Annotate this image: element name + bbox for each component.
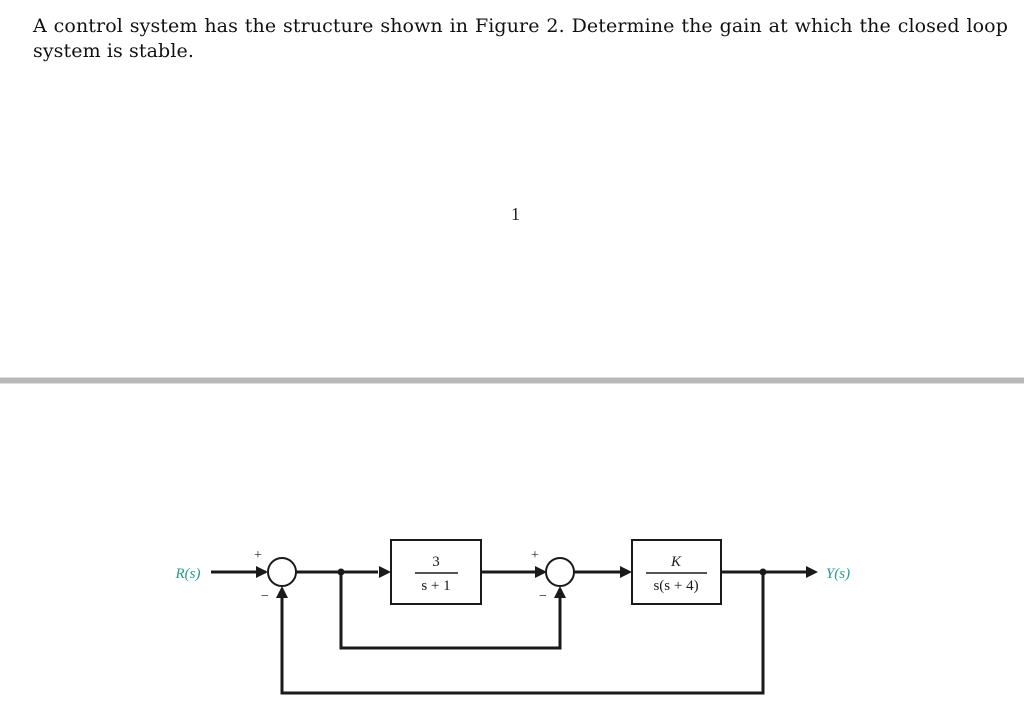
page-marker: 1 (511, 204, 520, 224)
block1-denominator: s + 1 (421, 578, 450, 594)
arrow-head-icon (379, 566, 391, 578)
input-label: R(s) (175, 566, 201, 582)
block2-numerator: K (670, 554, 682, 570)
block2-denominator: s(s + 4) (653, 578, 698, 594)
arrow-head-icon (276, 586, 288, 598)
sum2-plus-sign: + (531, 548, 539, 563)
arrow-head-icon (554, 586, 566, 598)
arrow-head-icon (535, 566, 547, 578)
sum2-minus-sign: − (539, 589, 547, 604)
sum1-minus-sign: − (261, 589, 269, 604)
summing-junction-1 (267, 557, 297, 587)
inner-feedback-path (339, 572, 562, 650)
sum1-plus-sign: + (254, 548, 262, 563)
branch-point-inner (337, 568, 345, 576)
arrow-head-icon (806, 566, 818, 578)
problem-statement: A control system has the structure shown… (33, 15, 1008, 62)
arrow-head-icon (256, 566, 268, 578)
transfer-block-2 (631, 539, 722, 605)
output-label: Y(s) (826, 566, 850, 582)
summing-junction-2 (545, 557, 575, 587)
block1-numerator: 3 (432, 554, 440, 570)
branch-point-outer (759, 568, 767, 576)
section-separator (0, 377, 1024, 384)
arrow-head-icon (620, 566, 632, 578)
outer-feedback-path (280, 572, 765, 695)
transfer-block-1 (390, 539, 482, 605)
